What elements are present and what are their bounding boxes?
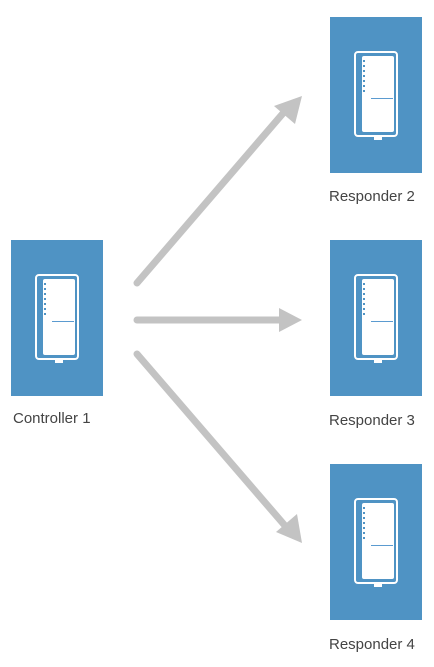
paddle-indicator-line — [371, 545, 393, 546]
switch-paddle — [362, 279, 394, 355]
controller-device — [11, 240, 103, 396]
paddle-indicator-line — [52, 321, 74, 322]
arrowhead-responder-4 — [276, 514, 302, 543]
arrowhead-responder-2 — [274, 96, 302, 124]
arrowhead-responder-3 — [279, 308, 302, 332]
switch-paddle — [362, 503, 394, 579]
arrow-to-responder-4 — [133, 350, 291, 532]
responder-label-4: Responder 4 — [329, 636, 415, 653]
switch-faceplate — [35, 274, 79, 363]
arrow-to-responder-2 — [133, 107, 289, 287]
responder-label-2: Responder 2 — [329, 188, 415, 205]
responder-device-4 — [330, 464, 422, 620]
switch-paddle — [43, 279, 75, 355]
responder-label-3: Responder 3 — [329, 412, 415, 429]
switch-faceplate — [354, 274, 398, 363]
switch-faceplate — [354, 51, 398, 140]
switch-faceplate — [354, 498, 398, 587]
responder-device-2 — [330, 17, 422, 173]
responder-device-3 — [330, 240, 422, 396]
controller-label: Controller 1 — [13, 410, 91, 427]
switch-paddle — [362, 56, 394, 132]
paddle-indicator-line — [371, 321, 393, 322]
paddle-indicator-line — [371, 98, 393, 99]
